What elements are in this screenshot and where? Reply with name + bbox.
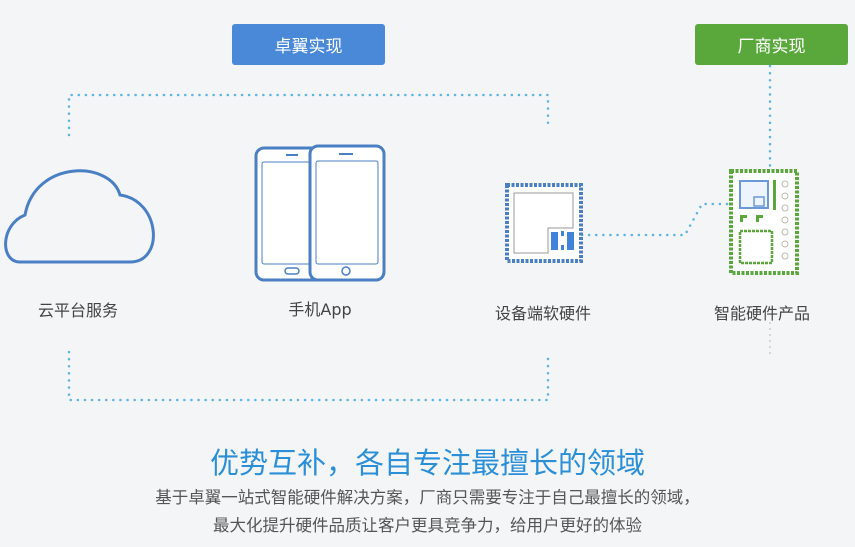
cloud-label: 云平台服务: [37, 301, 119, 320]
chip-board-link-line: [580, 202, 742, 237]
zhuoyi-implementation-badge: 卓翼实现: [232, 24, 385, 65]
subtext-line-2: 最大化提升硬件品质让客户更具竞争力，给用户更好的体验: [213, 516, 642, 535]
device-label: 设备端软硬件: [494, 304, 592, 323]
subtext-line-1: 基于卓翼一站式智能硬件解决方案，厂商只需要专注于自己最擅长的领域，: [155, 488, 700, 507]
top-bracket-line: [67, 93, 550, 137]
headline: 优势互补，各自专注最擅长的领域: [209, 446, 645, 480]
vendor-implementation-badge: 厂商实现: [695, 24, 848, 65]
chip-icon: [505, 183, 583, 263]
hardware-board-icon: [729, 169, 799, 275]
phone-icon: [254, 144, 386, 282]
product-label: 智能硬件产品: [713, 304, 811, 323]
app-label: 手机App: [288, 300, 352, 319]
bottom-bracket-line: [67, 350, 550, 402]
cloud-icon: [4, 169, 155, 264]
